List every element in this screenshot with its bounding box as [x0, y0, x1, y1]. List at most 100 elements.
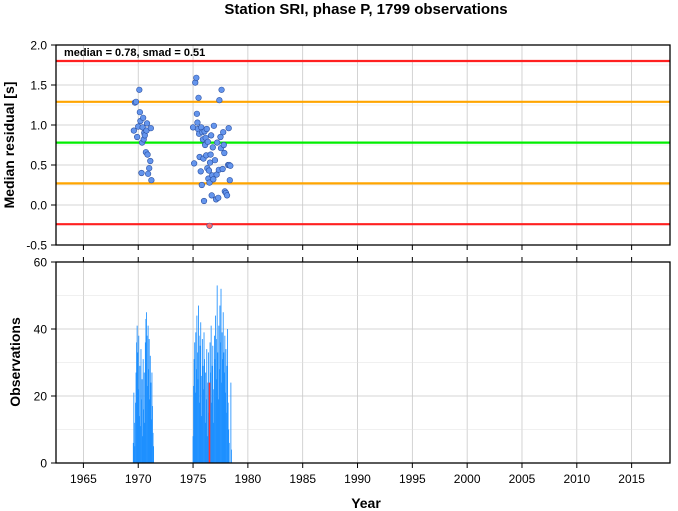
observation-bar — [201, 339, 203, 463]
observation-bar — [207, 352, 209, 463]
residual-y-tick-label: 1.0 — [30, 119, 47, 133]
residual-y-tick-label: 0.5 — [30, 159, 47, 173]
residual-point — [140, 114, 147, 121]
x-tick-label: 2010 — [563, 472, 590, 486]
residual-point — [208, 132, 215, 139]
observation-bar — [204, 422, 206, 463]
observation-bar — [137, 389, 139, 463]
residual-y-tick-label: 1.5 — [30, 79, 47, 93]
observation-bar — [205, 399, 207, 463]
residual-point — [217, 133, 224, 141]
x-tick-label: 2000 — [454, 472, 481, 486]
residual-panel-frame — [55, 44, 671, 246]
observation-bar — [194, 342, 196, 463]
observation-bar — [214, 335, 215, 463]
observations-y-tick-label: 20 — [34, 390, 48, 404]
observation-bar — [144, 422, 146, 463]
observation-bar — [149, 399, 151, 463]
residual-point — [207, 151, 214, 158]
observation-bar — [198, 335, 200, 463]
observation-bar — [202, 365, 204, 463]
residual-point — [194, 119, 201, 126]
observation-bar — [136, 325, 138, 463]
residual-point — [216, 97, 223, 104]
observation-bar — [218, 325, 220, 463]
observation-bar — [222, 359, 224, 463]
observation-bar — [133, 422, 135, 463]
observation-bar — [199, 402, 201, 463]
observation-bar — [223, 372, 225, 463]
observation-bar — [227, 402, 229, 463]
observation-bar — [194, 392, 196, 463]
residual-point — [195, 94, 202, 101]
observation-bar — [223, 352, 225, 463]
observation-bar — [147, 325, 149, 463]
observation-bar — [134, 446, 136, 463]
residual-y-tick-label: -0.5 — [26, 239, 47, 253]
residual-point — [221, 149, 228, 157]
observation-bar — [150, 419, 152, 463]
residual-point — [136, 86, 143, 93]
observation-bar — [136, 342, 138, 463]
observations-y-tick-label: 40 — [34, 323, 48, 337]
residual-point — [219, 165, 226, 173]
residual-point — [146, 165, 153, 172]
observation-bar — [221, 332, 223, 463]
residual-point — [214, 139, 221, 146]
observation-bar — [149, 355, 151, 463]
observation-bar — [217, 399, 219, 463]
x-tick-label: 1980 — [235, 472, 262, 486]
residual-point — [218, 86, 225, 93]
observation-bar — [226, 365, 228, 463]
observation-bar — [218, 369, 220, 463]
residual-point — [200, 197, 208, 205]
observation-bar — [153, 446, 155, 463]
observation-bar — [215, 315, 216, 463]
observation-bar — [224, 392, 226, 463]
residual-point — [226, 177, 233, 184]
observation-bar — [220, 288, 222, 463]
observation-bar — [219, 305, 221, 463]
observation-bar — [152, 406, 153, 463]
observation-bar — [143, 372, 145, 463]
observation-bar — [212, 389, 214, 463]
residual-point — [211, 157, 219, 164]
observation-bar — [216, 339, 218, 463]
observation-bar — [207, 382, 209, 463]
observation-bar — [225, 349, 227, 463]
observation-bar — [193, 359, 195, 463]
x-tick-label: 2015 — [618, 472, 645, 486]
observation-bar — [201, 416, 203, 463]
observation-bar — [199, 345, 201, 463]
observations-y-tick-label: 0 — [40, 457, 47, 471]
observation-bar — [226, 412, 227, 463]
residual-point — [148, 177, 155, 184]
residual-point — [138, 169, 145, 177]
observation-bar — [148, 339, 150, 463]
observation-bar — [145, 318, 147, 463]
observation-bar — [200, 322, 202, 463]
observation-bar — [197, 379, 199, 463]
observation-bar — [214, 359, 216, 463]
residual-y-tick-label: 0.0 — [30, 199, 47, 213]
observation-bar — [200, 375, 202, 463]
observation-bar — [146, 335, 148, 463]
residual-panel: -0.50.00.51.01.52.0 median = 0.78, smad … — [1, 39, 671, 253]
x-tick-label: 1965 — [70, 472, 97, 486]
observation-bar — [222, 312, 224, 463]
residual-y-tick-label: 2.0 — [30, 39, 47, 53]
residual-point — [204, 138, 211, 145]
residual-point — [144, 151, 151, 158]
observation-bar — [210, 372, 212, 463]
x-axis-label: Year — [351, 495, 381, 511]
residual-point — [145, 170, 152, 177]
observation-bar — [133, 392, 135, 463]
x-tick-label: 2005 — [509, 472, 536, 486]
observation-bar — [138, 335, 140, 463]
residual-point — [197, 168, 204, 175]
residual-point — [223, 192, 231, 199]
x-tick-label: 1990 — [344, 472, 371, 486]
